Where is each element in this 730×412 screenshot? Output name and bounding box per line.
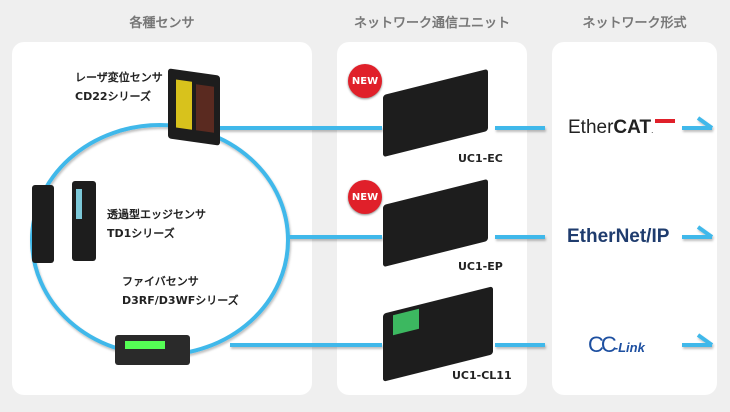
- sensor-series: D3RF/D3WFシリーズ: [122, 294, 239, 307]
- unit-uc1-cl11-label: UC1-CL11: [452, 369, 512, 382]
- sensor-name: 透過型エッジセンサ: [107, 208, 206, 221]
- sensor-name: ファイバセンサ: [122, 275, 199, 288]
- header-networks: ネットワーク形式: [582, 16, 687, 31]
- sensor-label-plate: [176, 79, 192, 130]
- sensor-lens: [196, 84, 214, 133]
- sensor-name: レーザ変位センサ: [75, 71, 163, 84]
- logo-text: -Link: [613, 340, 645, 355]
- td1-sensor-image-1: [32, 185, 54, 263]
- sensor-td1-label: 透過型エッジセンサ TD1シリーズ: [107, 205, 206, 243]
- ethercat-arrow-icon: [655, 119, 676, 123]
- cc-link-logo: CC-Link: [588, 332, 645, 358]
- sensor-series: CD22シリーズ: [75, 90, 151, 103]
- sensor-cd22-label: レーザ変位センサ CD22シリーズ: [75, 68, 163, 106]
- sensor-series: TD1シリーズ: [107, 227, 175, 240]
- logo-text: CAT: [613, 117, 652, 138]
- arrow-icon: [682, 333, 714, 347]
- td1-sensor-image-2: [72, 181, 96, 261]
- unit-uc1-ec-label: UC1-EC: [458, 152, 503, 165]
- logo-text: CC: [588, 332, 617, 357]
- logo-text: Ether: [568, 117, 614, 138]
- arrow-icon: [682, 225, 714, 239]
- new-badge: NEW: [348, 64, 382, 98]
- terminal-block: [393, 308, 419, 336]
- ethernet-ip-logo: EtherNet/IP: [567, 226, 670, 247]
- logo-text: .: [651, 126, 654, 135]
- header-units: ネットワーク通信ユニット: [353, 16, 510, 31]
- unit-uc1-ep-label: UC1-EP: [458, 260, 503, 273]
- arrow-icon: [682, 116, 714, 130]
- networks-panel: [552, 42, 717, 395]
- sensor-d3rf-label: ファイバセンサ D3RF/D3WFシリーズ: [122, 272, 239, 310]
- sensor-display: [125, 341, 165, 349]
- header-sensors: 各種センサ: [129, 16, 195, 31]
- new-badge: NEW: [348, 180, 382, 214]
- sensor-window: [76, 189, 82, 219]
- ethercat-logo: EtherCAT.: [568, 117, 676, 139]
- d3rf-sensor-image: [115, 335, 190, 365]
- cd22-sensor-image: [168, 68, 220, 146]
